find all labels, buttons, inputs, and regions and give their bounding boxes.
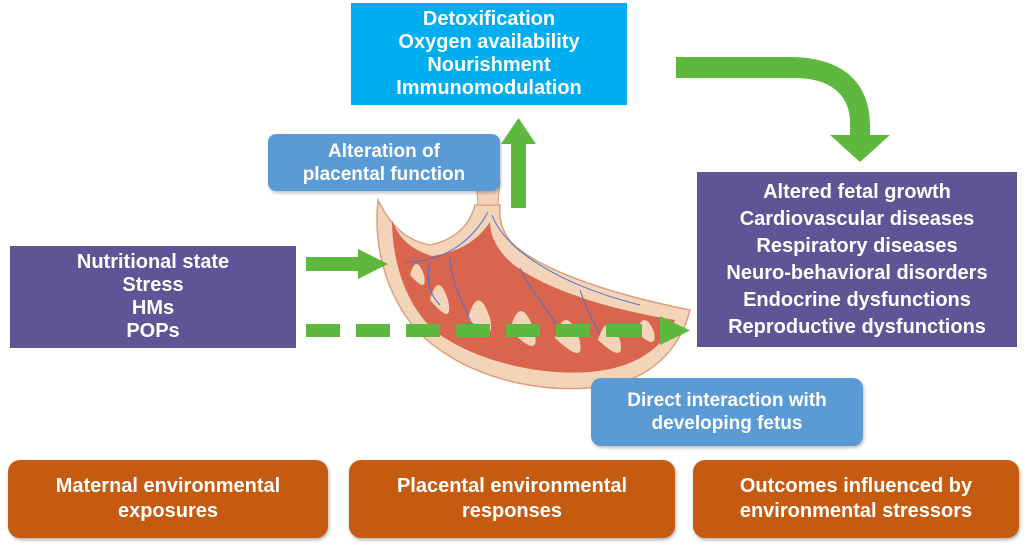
category-line: exposures [117, 500, 219, 522]
arrow-exposures-to-placenta [306, 249, 388, 279]
direct-line: Direct interaction with [627, 390, 827, 411]
placenta-illustration [376, 179, 691, 390]
placental-functions-box: Detoxification Oxygen availability Nouri… [351, 3, 627, 105]
direct-interaction-label: Direct interaction with developing fetus [591, 378, 863, 446]
outcome-item: Reproductive dysfunctions [728, 315, 986, 338]
exposure-item: Stress [122, 274, 184, 296]
category-line: Outcomes influenced by [739, 475, 973, 497]
function-item: Nourishment [427, 54, 551, 76]
outcome-item: Cardiovascular diseases [739, 207, 975, 230]
outcome-item: Altered fetal growth [763, 180, 951, 203]
exposure-item: POPs [126, 320, 180, 342]
alteration-line: Alteration of [328, 140, 440, 162]
exposure-item: Nutritional state [76, 251, 230, 273]
outcome-item: Endocrine dysfunctions [743, 288, 971, 311]
outcome-item: Neuro-behavioral disorders [726, 261, 988, 284]
arrow-curve-to-outcomes [676, 57, 890, 162]
alteration-line: placental function [302, 163, 466, 185]
exposure-item: HMs [131, 297, 175, 319]
arrow-up-to-functions [501, 118, 536, 208]
function-item: Immunomodulation [396, 77, 582, 99]
placenta-vessels [404, 211, 641, 336]
arrow-dashed-to-outcomes [306, 316, 690, 345]
category-line: Placental environmental [396, 475, 628, 497]
outcomes-box: Altered fetal growth Cardiovascular dise… [697, 172, 1017, 347]
alteration-label: Alteration of placental function [268, 134, 500, 191]
category-maternal: Maternal environmental exposures [8, 460, 328, 538]
category-line: responses [461, 500, 563, 522]
exposures-box: Nutritional state Stress HMs POPs [10, 246, 296, 348]
arrows [306, 57, 890, 345]
category-line: environmental stressors [739, 500, 973, 522]
function-item: Oxygen availability [398, 31, 580, 53]
category-outcomes: Outcomes influenced by environmental str… [693, 460, 1019, 538]
function-item: Detoxification [422, 8, 556, 30]
outcome-item: Respiratory diseases [756, 234, 958, 257]
direct-line: developing fetus [651, 413, 803, 434]
category-placental: Placental environmental responses [349, 460, 675, 538]
category-line: Maternal environmental [55, 475, 281, 497]
